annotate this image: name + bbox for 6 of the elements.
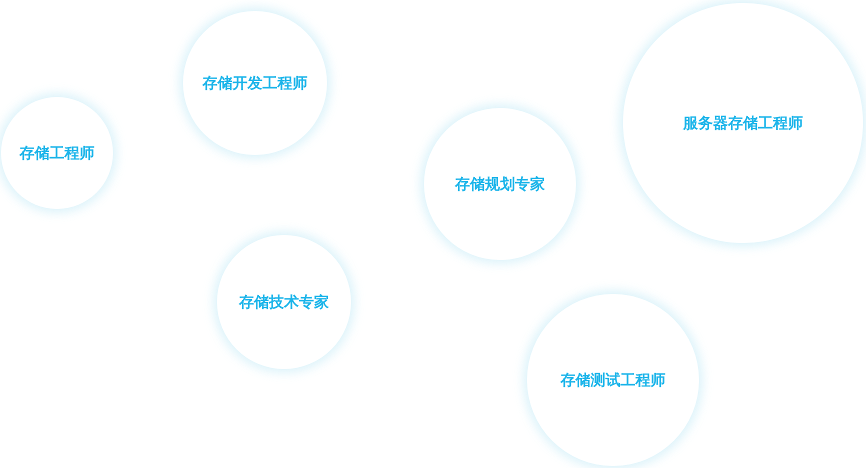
role-label: 服务器存储工程师 (683, 114, 803, 132)
role-label: 存储技术专家 (239, 292, 329, 312)
role-label: 存储测试工程师 (560, 370, 666, 390)
role-label: 存储工程师 (20, 144, 94, 162)
role-label: 存储开发工程师 (202, 74, 308, 92)
role-label: 存储规划专家 (455, 174, 545, 194)
